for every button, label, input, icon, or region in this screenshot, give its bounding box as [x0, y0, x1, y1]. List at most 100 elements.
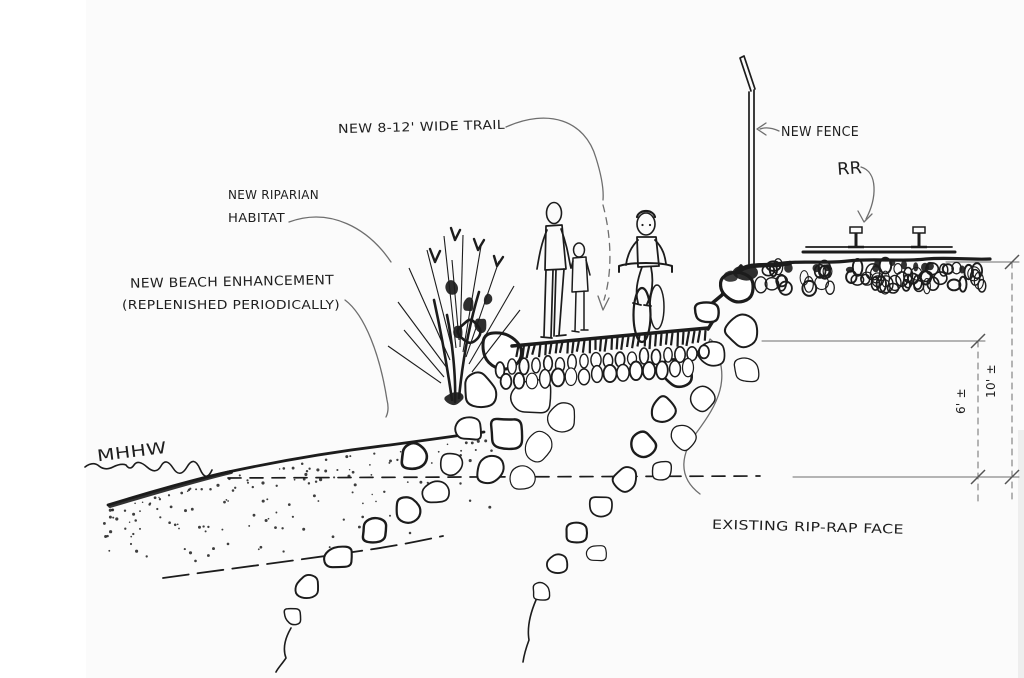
arrowhead-railroad: [857, 210, 873, 223]
rock-tail-left: [275, 627, 292, 673]
branch: [426, 249, 454, 353]
bike-rear-wheel: [649, 284, 665, 330]
branch-stem: [432, 298, 454, 402]
beach-surface-bold: [108, 470, 233, 508]
foliage-blob: [483, 293, 493, 305]
leader-trail: [505, 117, 604, 201]
upper-bank: [723, 55, 992, 297]
cyclist-head: [636, 212, 656, 236]
child-legs: [571, 290, 589, 333]
rock: [400, 441, 429, 471]
rock-tail-right: [522, 599, 537, 663]
bike-handlebar: [618, 262, 673, 273]
twig: [449, 226, 462, 242]
label-railroad: RR: [837, 158, 863, 180]
adult-head: [545, 201, 563, 225]
trail-surface: [510, 326, 710, 348]
adult-torso: [544, 224, 567, 271]
fence-post-lines: [748, 89, 755, 267]
rail-head: [912, 226, 926, 234]
cyclist: [618, 209, 673, 344]
arrowhead-fence: [756, 122, 767, 136]
dimension-lines: [761, 254, 1020, 504]
child-arms: [570, 259, 591, 276]
rock: [439, 452, 464, 477]
rock: [733, 357, 760, 383]
twig: [428, 247, 442, 264]
branch: [397, 301, 448, 369]
rock: [283, 607, 302, 626]
cyclist-eye-left: [641, 223, 644, 227]
adult-arms: [536, 228, 572, 270]
trail-deck: [494, 326, 710, 390]
rock: [421, 480, 450, 504]
beach-sand-stipple: [102, 439, 493, 563]
fence-post-cap: [739, 55, 756, 92]
label-riparian-line1: NEW RIPARIAN: [228, 187, 319, 202]
foliage-blob: [453, 325, 463, 339]
branch: [403, 329, 445, 378]
annotations: NEW 8-12' WIDE TRAIL NEW FENCE RR NEW RI…: [96, 117, 998, 538]
rock: [611, 466, 638, 493]
rock-boulders: [283, 270, 760, 626]
label-dim-6ft: 6' ±: [954, 388, 968, 414]
riprap-rocks: [275, 264, 760, 673]
rock: [651, 460, 673, 481]
beach-and-water: [84, 430, 761, 579]
rail-profiles: [848, 226, 927, 249]
child-torso: [571, 256, 589, 293]
rock: [565, 521, 589, 544]
rock: [650, 395, 677, 423]
rock: [294, 573, 320, 600]
foliage-blob: [463, 297, 474, 312]
rock: [476, 454, 505, 485]
rock: [585, 545, 607, 562]
rock: [464, 371, 498, 409]
cyclist-torso: [636, 236, 660, 268]
rock: [723, 313, 759, 349]
arrowhead-trail: [597, 295, 610, 311]
branch-stem: [457, 290, 481, 400]
rock: [395, 496, 422, 524]
rock: [546, 553, 569, 574]
rock: [588, 496, 613, 518]
rock: [630, 430, 658, 459]
foliage-blob: [444, 392, 464, 406]
riparian-vegetation: [387, 226, 521, 406]
label-beach-line2: (REPLENISHED PERIODICALLY): [122, 298, 340, 312]
branch: [387, 345, 442, 384]
twig: [472, 237, 486, 252]
label-existing-riprap: EXISTING RIP-RAP FACE: [712, 518, 904, 538]
rock: [524, 430, 553, 463]
rail-head: [849, 226, 863, 234]
rock: [532, 581, 551, 601]
branch: [471, 309, 521, 373]
label-riparian-line2: HABITAT: [228, 210, 285, 225]
label-new-fence: NEW FENCE: [781, 125, 859, 140]
cyclist-hair: [635, 209, 657, 219]
rock: [670, 424, 697, 452]
branch: [465, 260, 500, 358]
rock: [323, 545, 353, 569]
rock: [689, 385, 716, 413]
leader-railroad: [860, 166, 875, 220]
leader-fence: [759, 127, 780, 132]
branch: [408, 267, 451, 361]
mhhw-dashed-line: [227, 475, 761, 479]
dimension-ticks: [970, 254, 1020, 485]
adult-legs: [540, 268, 567, 339]
adult-pedestrian: [536, 201, 572, 339]
leader-riprap: [683, 341, 723, 495]
label-dim-10ft: 10' ±: [984, 364, 998, 398]
trail-users: [536, 201, 673, 344]
scan-edge: [1018, 430, 1024, 678]
rock: [454, 416, 482, 441]
rock: [693, 301, 720, 324]
paper-tint: [86, 0, 1024, 678]
branch: [468, 285, 515, 365]
railroad-ballast: [754, 256, 987, 297]
rock: [361, 516, 388, 544]
railroad-track: [801, 226, 957, 254]
